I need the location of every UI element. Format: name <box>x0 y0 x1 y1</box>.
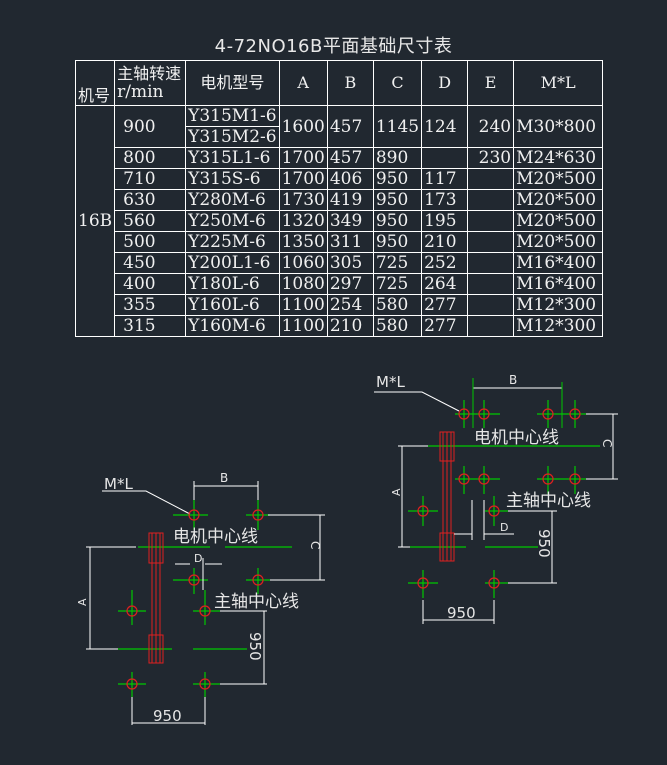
header-d: D <box>421 60 469 106</box>
motor-centerline-label: 电机中心线 <box>173 527 258 547</box>
a-cell: 1700 <box>278 147 328 169</box>
c-cell: 725 <box>372 252 423 274</box>
dim-d-label: D <box>500 521 508 534</box>
motor-cell: Y225M-6 <box>185 231 280 253</box>
b-cell: 305 <box>326 252 374 274</box>
machine-cell: 16B <box>74 105 116 337</box>
b-cell: 457 <box>326 147 374 169</box>
shaft-centerline-label: 主轴中心线 <box>506 491 591 511</box>
dim-c-label: C <box>308 541 322 549</box>
shaft-shape <box>148 532 164 664</box>
dim-horizontal-label: 950 <box>447 604 476 622</box>
table-row: Y315M2-6 <box>76 126 603 148</box>
a-cell: 1320 <box>278 210 328 232</box>
dim-vertical-label: 950 <box>535 529 553 558</box>
dim-b-label: B <box>220 471 228 485</box>
dim-a-label: A <box>76 598 89 606</box>
dim-a-label: A <box>390 488 403 496</box>
drawing-left: M*L B <box>76 471 325 725</box>
ml-cell: M16*400 <box>513 273 604 295</box>
a-cell: 1100 <box>278 294 328 316</box>
ml-cell: M12*300 <box>513 315 604 337</box>
motor-cell: Y160M-6 <box>185 315 280 337</box>
bolt-label: M*L <box>376 373 405 391</box>
d-cell: 277 <box>421 315 469 337</box>
b-cell: 297 <box>326 273 374 295</box>
speed-cell: 315 <box>114 315 187 337</box>
shaft-centerline-label: 主轴中心线 <box>214 592 299 612</box>
b-cell: 210 <box>326 315 374 337</box>
speed-cell: 560 <box>114 210 187 232</box>
motor-cell: Y315L1-6 <box>185 147 280 169</box>
dim-b-label: B <box>509 373 517 387</box>
motor-centerline-label: 电机中心线 <box>474 428 559 448</box>
motor-cell: Y200L1-6 <box>185 252 280 274</box>
d-cell: 264 <box>421 273 469 295</box>
motor-cell: Y315S-6 <box>185 168 280 190</box>
ml-cell: M16*400 <box>513 252 604 274</box>
a-cell: 1600 <box>278 105 328 148</box>
c-cell: 890 <box>372 147 423 169</box>
motor-cell: Y315M1-6 <box>185 105 280 127</box>
c-cell: 950 <box>372 189 423 211</box>
bolt-leader-line <box>374 391 460 412</box>
header-machine: 机号 <box>74 60 116 106</box>
ml-cell: M20*500 <box>513 231 604 253</box>
shaft-shape <box>439 431 455 562</box>
dim-vertical-label: 950 <box>246 632 264 661</box>
ml-cell: M12*300 <box>513 294 604 316</box>
dim-d-label: D <box>194 552 202 565</box>
table-title: 4-72NO16B平面基础尺寸表 <box>214 36 453 57</box>
a-cell: 1080 <box>278 273 328 295</box>
header-a: A <box>278 60 328 106</box>
ml-cell: M20*500 <box>513 210 604 232</box>
c-cell: 950 <box>372 210 423 232</box>
c-cell: 580 <box>372 294 423 316</box>
header-e: E <box>467 60 515 106</box>
ml-cell: M30*800 <box>513 105 604 148</box>
d-cell: 117 <box>421 168 469 190</box>
header-motor: 电机型号 <box>185 60 280 106</box>
a-cell: 1060 <box>278 252 328 274</box>
drawing-right: M*L B <box>374 373 618 624</box>
a-cell: 1100 <box>278 315 328 337</box>
header-c: C <box>372 60 423 106</box>
c-cell: 580 <box>372 315 423 337</box>
speed-cell: 630 <box>114 189 187 211</box>
motor-cell: Y315M2-6 <box>185 126 280 148</box>
dim-c-label: C <box>600 439 614 447</box>
d-cell: 277 <box>421 294 469 316</box>
b-cell: 254 <box>326 294 374 316</box>
a-cell: 1350 <box>278 231 328 253</box>
speed-cell: 800 <box>114 147 187 169</box>
d-cell: 173 <box>421 189 469 211</box>
dim-horizontal-label: 950 <box>153 707 182 725</box>
ml-cell: M20*500 <box>513 168 604 190</box>
header-b: B <box>326 60 374 106</box>
c-cell: 725 <box>372 273 423 295</box>
c-cell: 950 <box>372 168 423 190</box>
bolt-leader-line <box>102 490 191 515</box>
ml-cell: M20*500 <box>513 189 604 211</box>
c-cell: 1145 <box>372 105 423 148</box>
bolt-label: M*L <box>104 475 133 493</box>
header-ml: M*L <box>513 60 604 106</box>
